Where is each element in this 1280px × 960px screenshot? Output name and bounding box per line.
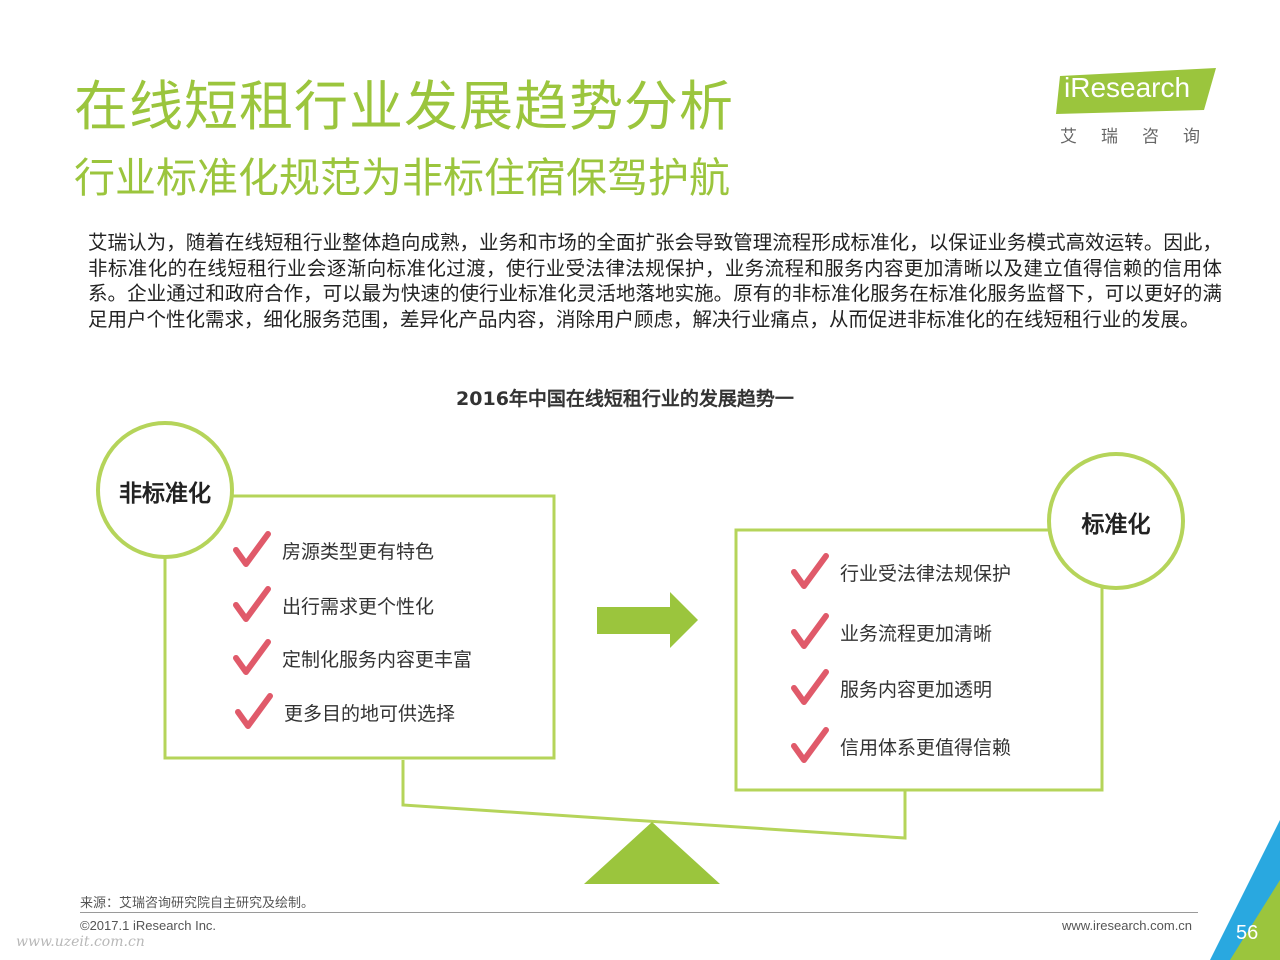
right-circle <box>1047 452 1185 590</box>
intro-paragraph: 艾瑞认为，随着在线短租行业整体趋向成熟，业务和市场的全面扩张会导致管理流程形成标… <box>88 231 1222 331</box>
check-icon <box>791 727 829 763</box>
left-box <box>163 494 556 760</box>
page-number: 56 <box>1236 922 1259 944</box>
left-item-3: 定制化服务内容更丰富 <box>232 638 472 678</box>
page-subtitle: 行业标准化规范为非标住宿保驾护航 <box>74 154 730 202</box>
iresearch-logo: iResearch 艾瑞咨询 <box>1056 66 1220 150</box>
right-item-4: 信用体系更值得信赖 <box>790 726 1011 766</box>
diagram-title: 2016年中国在线短租行业的发展趋势一 <box>456 388 794 410</box>
check-icon <box>791 613 829 649</box>
right-item-text: 服务内容更加透明 <box>840 678 993 701</box>
page-title: 在线短租行业发展趋势分析 <box>74 75 734 138</box>
right-item-text: 信用体系更值得信赖 <box>840 736 1012 759</box>
check-icon <box>233 639 271 675</box>
website-link[interactable]: www.iresearch.com.cn <box>1062 918 1193 933</box>
left-circle-label: 非标准化 <box>119 481 211 507</box>
left-circle <box>96 421 234 559</box>
seesaw-lever <box>401 760 907 840</box>
right-item-1: 行业受法律法规保护 <box>790 552 1011 592</box>
left-item-text: 更多目的地可供选择 <box>284 702 456 725</box>
watermark-text: www.uzeit.com.cn <box>16 934 145 950</box>
right-item-3: 服务内容更加透明 <box>790 668 992 708</box>
footer-divider <box>80 912 1198 913</box>
check-icon <box>235 693 273 729</box>
check-icon <box>233 531 271 567</box>
copyright-text: ©2017.1 iResearch Inc. <box>80 918 217 933</box>
logo-chinese-text: 艾瑞咨询 <box>1060 127 1224 147</box>
fulcrum-triangle <box>584 822 720 884</box>
left-item-text: 房源类型更有特色 <box>282 540 435 563</box>
right-item-text: 行业受法律法规保护 <box>840 562 1012 585</box>
logo-badge-icon <box>1056 68 1216 114</box>
left-item-1: 房源类型更有特色 <box>232 530 434 570</box>
left-item-text: 出行需求更个性化 <box>282 595 435 618</box>
left-item-2: 出行需求更个性化 <box>232 585 434 625</box>
right-item-2: 业务流程更加清晰 <box>790 612 992 652</box>
check-icon <box>791 553 829 589</box>
right-item-text: 业务流程更加清晰 <box>840 622 993 645</box>
check-icon <box>791 669 829 705</box>
source-note: 来源：艾瑞咨询研究院自主研究及绘制。 <box>80 896 315 911</box>
check-icon <box>233 586 271 622</box>
left-item-4: 更多目的地可供选择 <box>234 692 455 732</box>
right-circle-label: 标准化 <box>1081 512 1151 538</box>
corner-decoration-icon <box>1210 820 1280 960</box>
arrow-right-icon <box>597 592 698 648</box>
left-item-text: 定制化服务内容更丰富 <box>282 648 473 671</box>
logo-brand-text: iResearch <box>1064 72 1191 103</box>
